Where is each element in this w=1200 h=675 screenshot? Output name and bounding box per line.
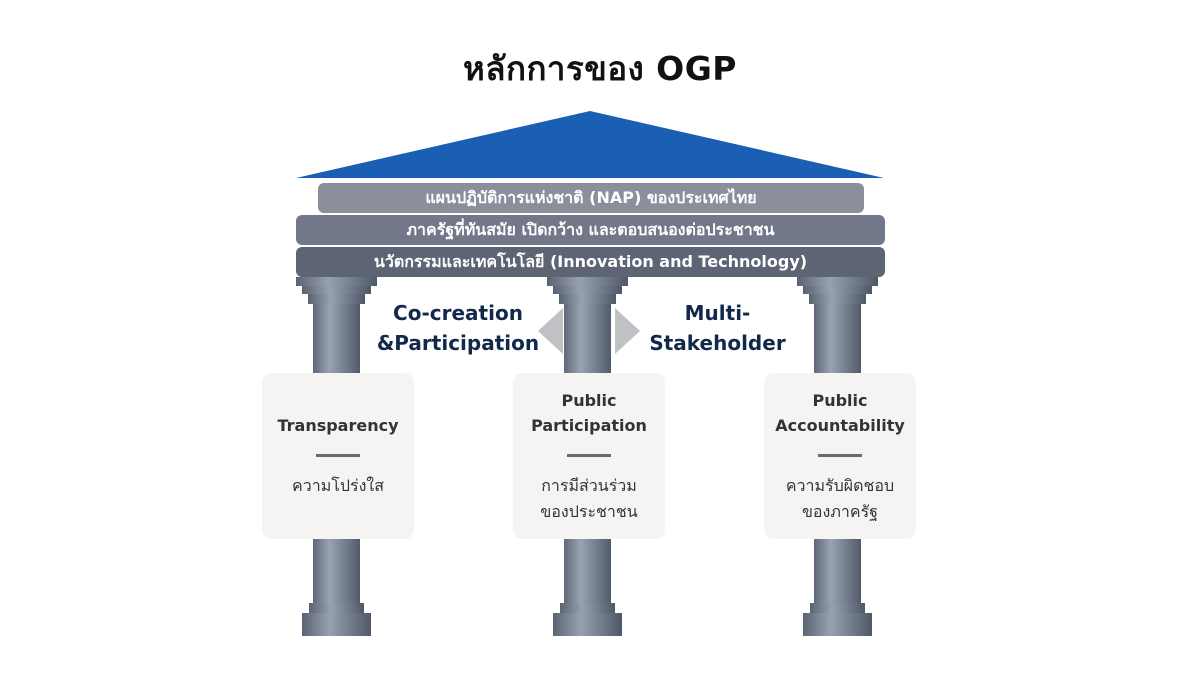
band-nap: แผนปฏิบัติการแห่งชาติ (NAP) ของประเทศไทย (318, 183, 864, 213)
card-desc: ความโปร่งใส (292, 473, 384, 499)
card-title: Public Accountability (775, 388, 905, 438)
double-arrow-icon (538, 308, 640, 354)
card-title-line: Public (812, 390, 868, 410)
card-divider (316, 454, 360, 457)
concept-left-line-2: &Participation (376, 331, 540, 355)
card-desc-line: ของภาครัฐ (801, 501, 878, 521)
card-desc-line: ความรับผิดชอบ (785, 475, 895, 495)
card-desc: ความรับผิดชอบ ของภาครัฐ (786, 473, 894, 525)
card-desc-line: ความโปร่งใส (292, 476, 384, 495)
card-title-line: Public (561, 390, 617, 410)
card-public-participation: Public Participation การมีส่วนร่วม ของปร… (513, 373, 665, 539)
card-divider (818, 453, 862, 457)
concept-co-creation: Co-creation &Participation (368, 298, 548, 358)
pillar-right (797, 277, 878, 636)
band-modern-government: ภาครัฐที่ทันสมัย เปิดกว้าง และตอบสนองต่อ… (296, 215, 885, 245)
concept-right-line-1: Multi- (684, 301, 751, 325)
card-desc-line: ของประชาชน (540, 501, 638, 521)
roof (296, 111, 884, 178)
concept-multi-stakeholder: Multi- Stakeholder (640, 298, 795, 358)
card-title-line: Participation (531, 415, 647, 435)
concept-right-line-2: Stakeholder (649, 331, 786, 355)
pillar-center (547, 277, 628, 636)
card-title: Transparency (277, 413, 398, 438)
card-title-line: Accountability (775, 415, 905, 435)
card-transparency: Transparency ความโปร่งใส (262, 373, 414, 539)
card-title: Public Participation (531, 388, 647, 438)
card-title-line: Transparency (277, 416, 399, 435)
concept-left-line-1: Co-creation (393, 301, 523, 325)
band-innovation: นวัตกรรมและเทคโนโลยี (Innovation and Tec… (296, 247, 885, 277)
card-public-accountability: Public Accountability ความรับผิดชอบ ของภ… (764, 373, 916, 539)
card-divider (567, 453, 611, 457)
pillar-left (296, 277, 377, 636)
card-desc-line: การมีส่วนร่วม (541, 475, 637, 495)
page-title: หลักการของ OGP (463, 49, 737, 88)
card-desc: การมีส่วนร่วม ของประชาชน (540, 473, 637, 525)
